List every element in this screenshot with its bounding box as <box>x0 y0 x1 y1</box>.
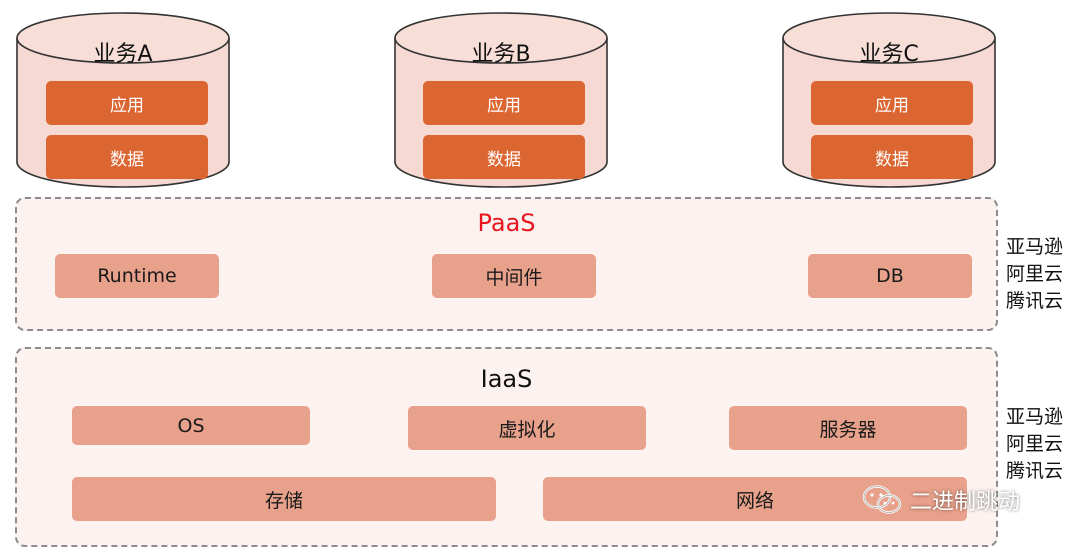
vendor-tencent: 腾讯云 <box>1006 290 1064 312</box>
watermark: 二进制跳动 <box>862 484 1020 516</box>
paas-vendors: 亚马逊 阿里云 腾讯云 <box>1006 234 1063 315</box>
os-box: OS <box>72 406 310 445</box>
iaas-vendors: 亚马逊 阿里云 腾讯云 <box>1006 404 1063 485</box>
paas-title: PaaS <box>477 209 536 237</box>
app-box: 应用 <box>46 81 208 125</box>
business-a-title: 业务A <box>93 42 153 67</box>
vendor-amazon: 亚马逊 <box>1006 406 1064 428</box>
runtime-box: Runtime <box>55 254 219 298</box>
iaas-layer: IaaS OS 虚拟化 服务器 存储 网络 <box>15 347 998 547</box>
data-box: 数据 <box>46 135 208 179</box>
wechat-icon <box>862 485 902 514</box>
paas-layer: PaaS Runtime 中间件 DB <box>15 197 998 331</box>
data-box: 数据 <box>423 135 585 179</box>
business-c-title: 业务C <box>859 42 919 67</box>
data-box: 数据 <box>811 135 973 179</box>
storage-box: 存储 <box>72 477 496 521</box>
app-box: 应用 <box>811 81 973 125</box>
vendor-aliyun: 阿里云 <box>1006 433 1064 455</box>
vendor-tencent: 腾讯云 <box>1006 460 1064 482</box>
db-box: DB <box>808 254 972 298</box>
middleware-box: 中间件 <box>432 254 596 298</box>
business-c-cylinder: 业务C 应用 数据 <box>781 10 997 190</box>
business-b-cylinder: 业务B 应用 数据 <box>393 10 609 190</box>
vendor-aliyun: 阿里云 <box>1006 263 1064 285</box>
app-box: 应用 <box>423 81 585 125</box>
virtualization-box: 虚拟化 <box>408 406 646 450</box>
iaas-title: IaaS <box>480 365 533 393</box>
business-b-title: 业务B <box>471 42 531 67</box>
business-a-cylinder: 业务A 应用 数据 <box>15 10 231 190</box>
vendor-amazon: 亚马逊 <box>1006 236 1064 258</box>
watermark-text: 二进制跳动 <box>910 490 1021 515</box>
server-box: 服务器 <box>729 406 967 450</box>
